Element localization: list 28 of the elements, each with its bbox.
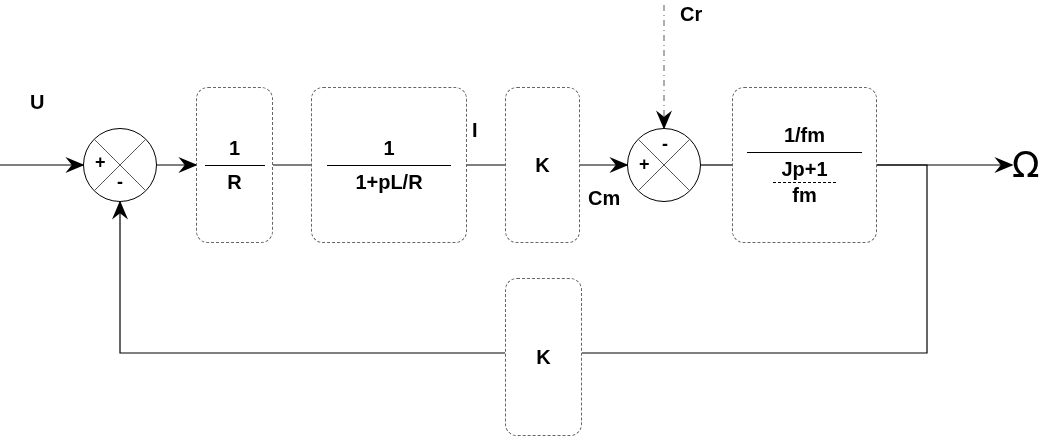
signal-line (656, 4, 672, 130)
denominator: 1+pL/R (354, 169, 424, 195)
transfer-block (505, 87, 580, 243)
signal-line (466, 164, 506, 166)
signal-line (579, 157, 629, 173)
transfer-block (505, 278, 582, 436)
signal-line (581, 164, 928, 354)
signal-line (112, 200, 506, 354)
signal-name: U (30, 92, 45, 112)
denominator: fm (791, 182, 818, 208)
signal-name: I (472, 120, 478, 140)
gain-label: K (536, 345, 551, 370)
transfer-block (732, 87, 877, 243)
signal-line (156, 157, 198, 173)
signal-line (0, 157, 85, 173)
numerator: 1 (327, 135, 451, 166)
transfer-block (196, 87, 273, 243)
denominator: Jp+1 (773, 156, 836, 183)
denominator: R (226, 169, 243, 195)
signal-line (700, 164, 733, 166)
signal-line (272, 164, 312, 166)
numerator: 1/fm (747, 122, 862, 153)
signal-name: Cm (588, 188, 621, 208)
numerator: 1 (204, 135, 265, 166)
transfer-block (311, 87, 467, 243)
gain-label: K (535, 153, 550, 178)
signal-name: Cr (680, 4, 703, 24)
output-symbol: Ω (1012, 145, 1052, 185)
